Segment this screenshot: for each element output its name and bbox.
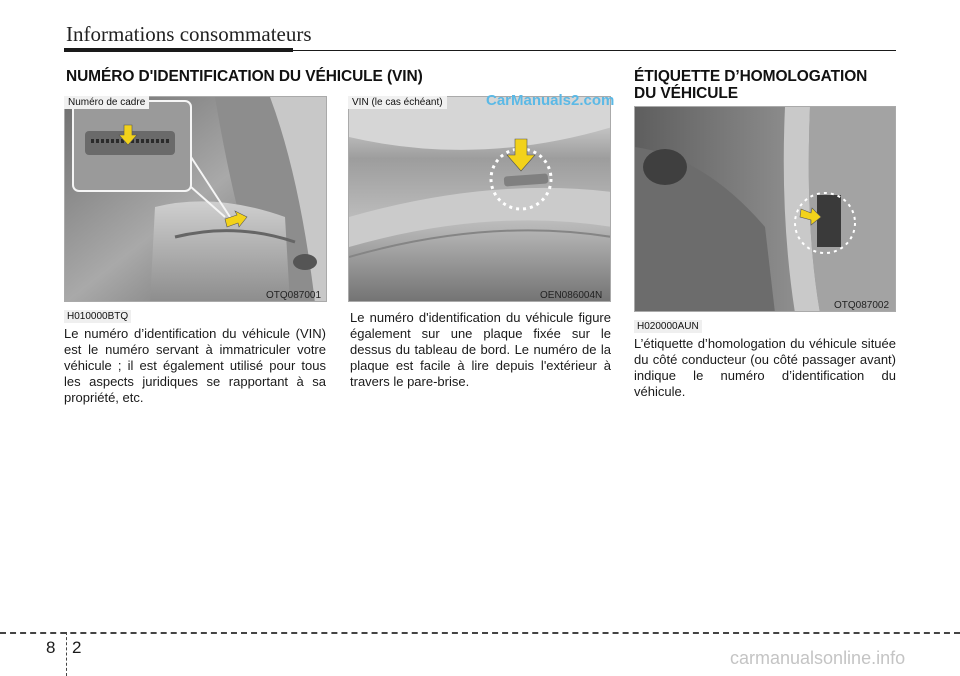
section-title-label-line1: ÉTIQUETTE D’HOMOLOGATION — [634, 68, 868, 85]
paragraph-vin-description: Le numéro d’identification du véhicule (… — [64, 326, 326, 405]
figure-vin-dashboard-ref: OEN086004N — [540, 290, 603, 301]
paragraph-homologation-label: L’étiquette d’homologation du véhicule s… — [634, 336, 896, 399]
footer-vertical-rule — [66, 632, 67, 676]
figure-homologation-photo — [634, 106, 896, 312]
paragraph-code-2: H020000AUN — [634, 320, 702, 333]
header-rule-thick — [64, 48, 293, 52]
paragraph-code-1: H010000BTQ — [64, 310, 132, 323]
section-title-vin: NUMÉRO D'IDENTIFICATION DU VÉHICULE (VIN… — [66, 68, 423, 85]
figure-homologation-ref: OTQ087002 — [834, 300, 890, 311]
figure-vin-dashboard-caption: VIN (le cas échéant) — [348, 96, 447, 109]
page-number: 2 — [72, 638, 82, 657]
figure-frame-number-ref: OTQ087001 — [266, 290, 322, 301]
section-title-label-line2: DU VÉHICULE — [634, 85, 738, 102]
page-header-title: Informations consommateurs — [66, 22, 312, 46]
figure-frame-number-caption: Numéro de cadre — [64, 96, 150, 109]
paragraph-vin-dashboard: Le numéro d'identification du véhicule f… — [350, 310, 611, 389]
watermark-top: CarManuals2.com — [486, 92, 615, 109]
page-chapter-number: 8 — [46, 638, 56, 657]
figure-vin-dashboard-photo — [348, 96, 611, 302]
watermark-bottom: carmanualsonline.info — [730, 648, 906, 668]
figure-frame-number-photo — [64, 96, 327, 302]
header-rule-thin — [293, 50, 896, 51]
section-title-label: ÉTIQUETTE D’HOMOLOGATION DU VÉHICULE — [634, 68, 867, 102]
footer-rule — [0, 632, 960, 634]
